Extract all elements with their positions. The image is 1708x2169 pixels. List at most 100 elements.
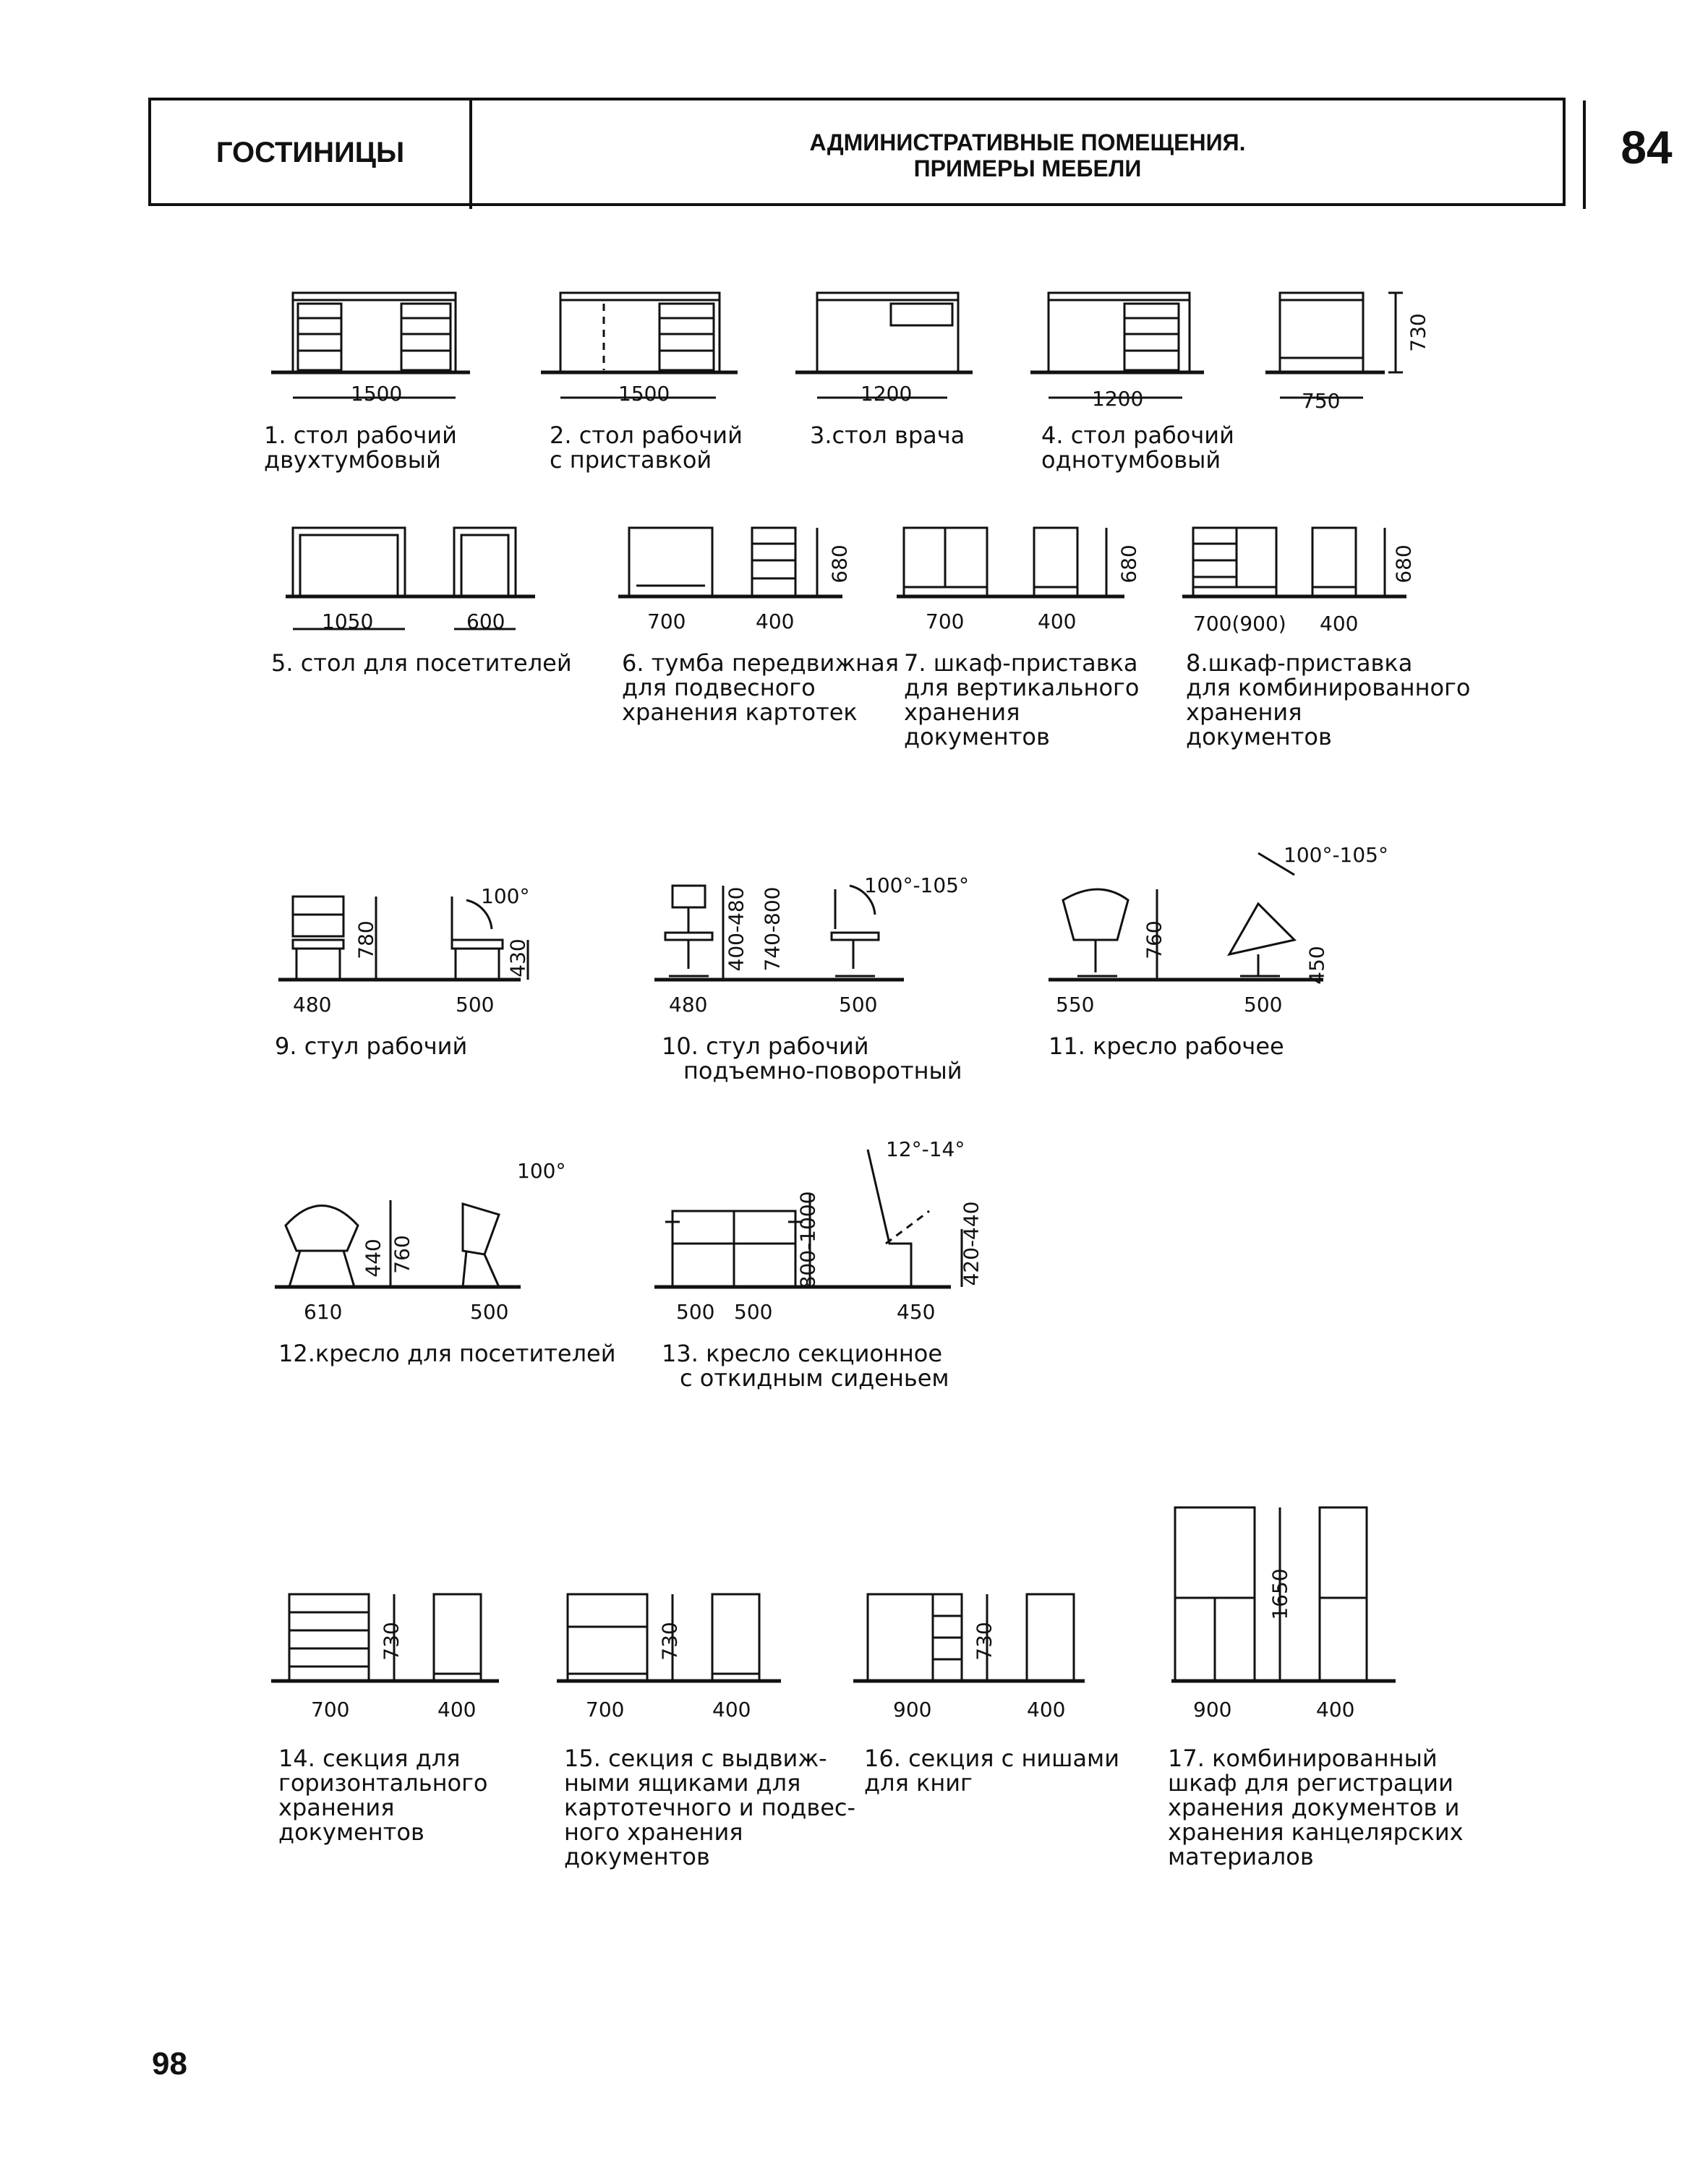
sheet-title-line-2: ПРИМЕРЫ МЕБЕЛИ	[913, 155, 1142, 181]
dim-label: 500	[1244, 993, 1283, 1017]
caption-line: 9. стул рабочий	[275, 1032, 468, 1060]
dim-label: 400	[437, 1698, 477, 1721]
item-caption: 14. секция для горизонтального хранения …	[278, 1746, 487, 1844]
caption-line: 14. секция для	[278, 1745, 461, 1772]
dim-label: 680	[1391, 544, 1416, 583]
caption-line: хранения	[904, 698, 1020, 726]
item-caption: 13. кресло секционное с откидным сиденье…	[662, 1341, 949, 1390]
dim-label: 1050	[322, 609, 374, 633]
caption-line: 4. стол рабочий	[1041, 422, 1234, 449]
caption-line: документов	[564, 1843, 710, 1870]
dim-label: 480	[293, 993, 332, 1017]
swivel-chair	[654, 884, 904, 982]
sectional-armchair	[654, 1149, 963, 1289]
caption-line: материалов	[1168, 1843, 1314, 1870]
dim-label: 700(900)	[1193, 612, 1286, 636]
dim-label: 400	[712, 1698, 751, 1721]
caption-line: 5. стол для посетителей	[271, 649, 572, 677]
dim-label: 400	[756, 609, 795, 633]
visitor-armchair	[275, 1200, 521, 1289]
section-name: ГОСТИНИЦЫ	[215, 137, 405, 168]
caption-line: 8.шкаф-приставка	[1186, 649, 1413, 677]
dim-label: 100°	[481, 884, 530, 908]
horizontal-storage-section	[271, 1593, 499, 1683]
dim-label: 780	[354, 920, 378, 959]
dim-label: 400	[1027, 1698, 1066, 1721]
caption-line: 12.кресло для посетителей	[278, 1340, 616, 1367]
item-caption: 1. стол рабочий двухтумбовый	[264, 423, 457, 472]
item-caption: 6. тумба передвижная для подвесного хран…	[622, 651, 899, 724]
header-divider	[1583, 100, 1586, 209]
dim-label: 900	[893, 1698, 932, 1721]
dim-label: 500	[456, 993, 495, 1017]
caption-line: документов	[904, 723, 1050, 750]
header-divider	[469, 100, 472, 209]
dim-label: 500	[839, 993, 878, 1017]
dim-label: 600	[466, 609, 505, 633]
dim-label: 740-800	[760, 886, 785, 972]
caption-line: для подвесного	[622, 674, 816, 701]
item-caption: 10. стул рабочий подъемно-поворотный	[662, 1034, 962, 1083]
caption-line: шкаф для регистрации	[1168, 1769, 1453, 1797]
caption-line: однотумбовый	[1041, 446, 1221, 474]
sheet-title-line-1: АДМИНИСТРАТИВНЫЕ ПОМЕЩЕНИЯ.	[809, 129, 1246, 155]
caption-line: для книг	[864, 1769, 973, 1797]
dim-label: 430	[505, 938, 530, 977]
dim-label: 680	[827, 544, 852, 583]
item-caption: 12.кресло для посетителей	[278, 1341, 616, 1366]
item-caption: 8.шкаф-приставка для комбинированного хр…	[1186, 651, 1470, 749]
caption-line: документов	[1186, 723, 1332, 750]
dim-label: 1200	[1092, 387, 1144, 411]
dim-label: 700	[647, 609, 686, 633]
vertical-storage-cabinet	[897, 526, 1124, 599]
item-caption: 15. секция с выдвиж- ными ящиками для ка…	[564, 1746, 855, 1869]
desk-with-extension	[541, 291, 738, 399]
dim-label: 700	[926, 609, 965, 633]
caption-line: 6. тумба передвижная	[622, 649, 899, 677]
sheet-number: 84	[1621, 121, 1673, 174]
item-caption: 9. стул рабочий	[275, 1034, 467, 1058]
caption-line: хранения	[278, 1794, 395, 1821]
item-caption: 5. стол для посетителей	[271, 651, 572, 675]
caption-line: 11. кресло рабочее	[1049, 1032, 1284, 1060]
caption-line: подъемно-поворотный	[683, 1057, 962, 1084]
dim-label: 440	[361, 1238, 385, 1278]
dim-label: 700	[311, 1698, 350, 1721]
caption-line: с откидным сиденьем	[680, 1364, 949, 1392]
dim-label: 730	[972, 1622, 996, 1661]
desk-single-pedestal	[1030, 291, 1204, 399]
dim-label: 760	[1142, 920, 1166, 959]
drawer-section	[557, 1593, 781, 1683]
item-caption: 3.стол врача	[810, 423, 965, 448]
item-caption: 17. комбинированный шкаф для регистрации…	[1168, 1746, 1464, 1869]
dim-label: 400-480	[724, 886, 748, 972]
caption-line: для комбинированного	[1186, 674, 1471, 701]
dim-label: 610	[304, 1300, 343, 1324]
dim-label: 500	[470, 1300, 509, 1324]
desk-double-pedestal	[271, 291, 470, 399]
dim-label: 730	[657, 1622, 682, 1661]
caption-line: для вертикального	[904, 674, 1140, 701]
dim-label: 400	[1038, 609, 1077, 633]
caption-line: 15. секция с выдвиж-	[564, 1745, 827, 1772]
caption-line: 13. кресло секционное	[662, 1340, 943, 1367]
dim-label: 1650	[1268, 1568, 1292, 1620]
dim-label: 1200	[861, 382, 913, 406]
item-caption: 7. шкаф-приставка для вертикального хран…	[904, 651, 1139, 749]
caption-line: 16. секция с нишами	[864, 1745, 1119, 1772]
dim-label: 730	[379, 1622, 403, 1661]
dim-label: 550	[1056, 993, 1095, 1017]
sheet-title: АДМИНИСТРАТИВНЫЕ ПОМЕЩЕНИЯ. ПРИМЕРЫ МЕБЕ…	[472, 129, 1583, 181]
caption-line: ными ящиками для	[564, 1769, 801, 1797]
doctor-desk	[795, 291, 973, 399]
item-caption: 2. стол рабочий с приставкой	[550, 423, 743, 472]
caption-line: 2. стол рабочий	[550, 422, 743, 449]
dim-label: 450	[897, 1300, 936, 1324]
dim-label: 480	[669, 993, 708, 1017]
caption-line: 10. стул рабочий	[662, 1032, 869, 1060]
caption-line: горизонтального	[278, 1769, 488, 1797]
caption-line: с приставкой	[550, 446, 712, 474]
item-caption: 4. стол рабочий однотумбовый	[1041, 423, 1234, 472]
dim-label: 500	[676, 1300, 715, 1324]
